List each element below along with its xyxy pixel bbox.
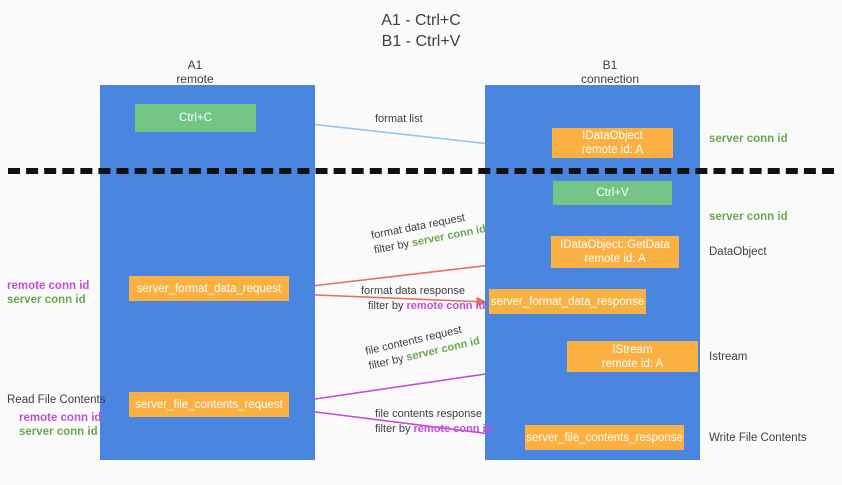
node-server-format-data-request-label: server_format_data_request (136, 282, 282, 295)
title-line-1: A1 - Ctrl+C (381, 12, 461, 29)
column-header-b1: B1 connection (520, 58, 700, 86)
left-label-format-server-conn-id: server conn id (7, 294, 86, 306)
node-getdata-label: IDataObject::GetData (560, 239, 670, 251)
node-server-file-contents-response-label: server_file_contents_response (526, 431, 683, 444)
node-istream-sub: remote id: A (601, 357, 664, 370)
node-getdata-sub: remote id: A (584, 253, 646, 265)
edge-format-data-response-filter-prefix: filter by (368, 300, 407, 312)
left-label-format-remote-conn-id: remote conn id (7, 280, 90, 292)
column-header-a1: A1 remote (105, 58, 285, 86)
column-b1-role: connection (580, 72, 640, 86)
left-label-read-file-contents: Read File Contents (7, 394, 106, 406)
node-server-format-data-request[interactable]: server_format_data_request (129, 276, 289, 301)
node-ctrl-v-label: Ctrl+V (596, 187, 629, 199)
column-b1-name: B1 (602, 58, 618, 72)
phase-separator (8, 168, 834, 174)
right-label-server-conn-id-mid: server conn id (709, 211, 788, 223)
edge-file-contents-response-line1: file contents response (375, 408, 483, 420)
node-server-file-contents-response[interactable]: server_file_contents_response (525, 425, 684, 450)
right-label-istream: Istream (709, 351, 748, 363)
node-server-format-data-response[interactable]: server_format_data_response (489, 289, 646, 314)
edge-file-contents-response-filter-prefix: filter by (375, 423, 414, 435)
right-label-write-file-contents: Write File Contents (709, 432, 807, 444)
edge-label-format-data-response: format data response filter by remote co… (361, 284, 485, 314)
left-label-file-server-conn-id: server conn id (19, 426, 98, 438)
edge-label-file-contents-response: file contents response filter by remote … (375, 407, 492, 437)
edge-format-list-text: format list (375, 113, 423, 125)
node-idataobject[interactable]: IDataObject remote id: A (552, 128, 673, 158)
node-idataobject-label: IDataObject (582, 130, 643, 142)
column-a1-role: remote (176, 72, 214, 86)
right-label-dataobject: DataObject (709, 246, 767, 258)
node-getdata[interactable]: IDataObject::GetData remote id: A (551, 236, 679, 268)
edge-format-data-response-line1: format data response (361, 285, 465, 297)
title-line-2: B1 - Ctrl+V (381, 33, 461, 50)
node-ctrl-c[interactable]: Ctrl+C (135, 104, 256, 132)
arrow-format-data-response (291, 293, 488, 307)
left-label-file-remote-conn-id: remote conn id (19, 412, 102, 424)
node-ctrl-c-label: Ctrl+C (179, 112, 212, 124)
node-ctrl-v[interactable]: Ctrl+V (553, 181, 672, 205)
node-istream[interactable]: IStream remote id: A (567, 341, 698, 372)
right-label-server-conn-id-top: server conn id (709, 133, 788, 145)
edge-label-format-list: format list (375, 112, 423, 127)
arrow-file-contents-response (291, 408, 524, 442)
node-server-file-contents-request-label: server_file_contents_request (135, 398, 283, 411)
node-idataobject-sub: remote id: A (581, 144, 644, 156)
node-istream-label: IStream (612, 343, 653, 356)
column-a1-name: A1 (187, 58, 203, 72)
page-title: A1 - Ctrl+C B1 - Ctrl+V (0, 10, 842, 52)
edge-format-data-response-filter-value: remote conn id (406, 300, 486, 312)
node-server-format-data-response-label: server_format_data_response (490, 295, 645, 308)
edge-file-contents-response-filter-value: remote conn id (413, 423, 493, 435)
node-server-file-contents-request[interactable]: server_file_contents_request (129, 392, 289, 417)
